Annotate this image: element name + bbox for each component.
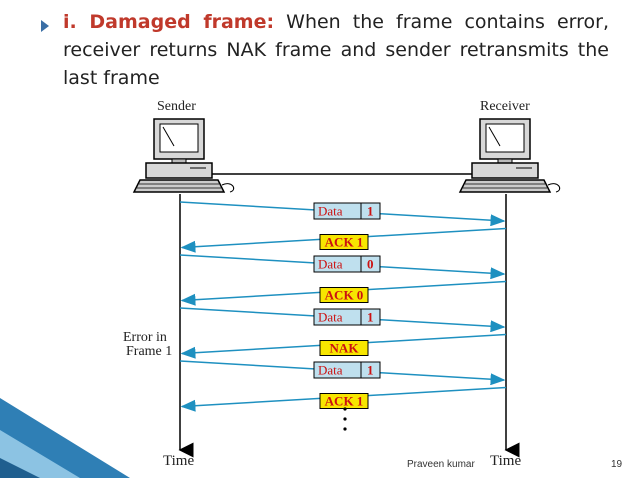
bullet-lead: i. Damaged frame: [63, 11, 275, 33]
data-word: Data [318, 310, 343, 325]
data-box [313, 202, 381, 220]
decorative-corner [0, 398, 130, 478]
nak-label: NAK [330, 341, 360, 356]
data-box [313, 308, 381, 326]
ack-label: ACK 1 [325, 235, 364, 250]
nak-frame-5: NAK [180, 333, 507, 359]
data-seq-number: 1 [367, 204, 374, 219]
data-frame-2: Data 0 [179, 254, 506, 280]
ack-label: ACK 0 [325, 288, 364, 303]
data-word: Data [318, 257, 343, 272]
sender-computer-icon [132, 118, 235, 193]
ack-frame-3: ACK 0 [180, 280, 507, 306]
ack-label: ACK 1 [325, 394, 364, 409]
receiver-computer-icon [458, 118, 561, 193]
ack-frame-7: ACK 1 [180, 386, 507, 412]
data-seq-number: 1 [367, 310, 374, 325]
data-frame-4: Data 1 [179, 307, 506, 333]
ack-box [319, 287, 369, 303]
time-label-receiver: Time [490, 453, 522, 469]
data-frame-0: Data 1 [179, 201, 506, 227]
nak-box [319, 340, 369, 356]
data-box [313, 361, 381, 379]
data-frame-6: Data 1 [179, 360, 506, 386]
data-box [313, 255, 381, 273]
data-seq-number: 1 [367, 363, 374, 378]
error-note-line2: Frame 1 [126, 344, 173, 359]
bullet-paragraph: i. Damaged frame: When the frame contain… [63, 8, 609, 92]
data-seq-number: 0 [367, 257, 374, 272]
ack-frame-1: ACK 1 [180, 227, 507, 253]
sender-label: Sender [157, 99, 196, 114]
continuation-dots [343, 407, 347, 431]
error-note-line1: Error in [123, 330, 167, 345]
data-word: Data [318, 363, 343, 378]
receiver-label: Receiver [480, 99, 530, 114]
ack-box [319, 234, 369, 250]
footer-author: Praveen kumar [407, 459, 475, 470]
data-word: Data [318, 204, 343, 219]
bullet-arrow-icon [41, 20, 49, 32]
time-label-sender: Time [163, 453, 195, 469]
bullet-body: When the frame contains error, receiver … [63, 11, 609, 89]
page-number: 19 [611, 459, 623, 470]
